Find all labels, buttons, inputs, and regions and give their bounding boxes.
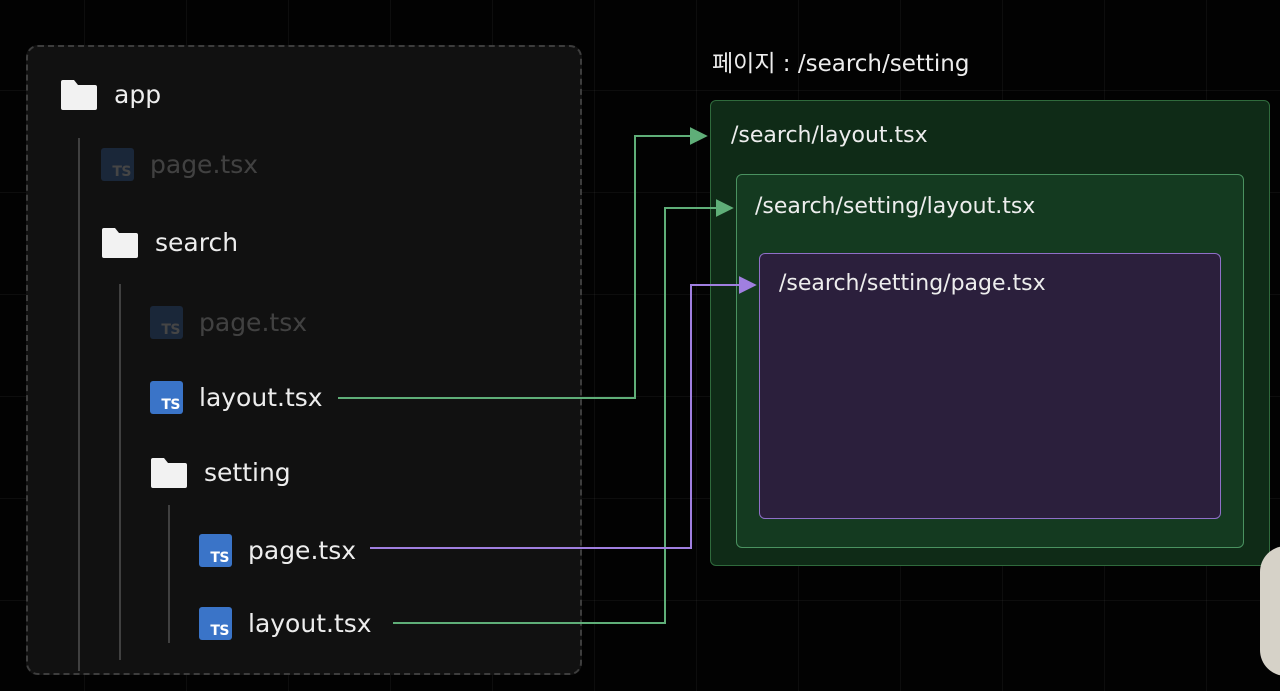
typescript-icon: TS: [199, 606, 232, 640]
tree-label-setting-page: page.tsx: [248, 535, 357, 565]
tree-label-search-layout: layout.tsx: [199, 382, 323, 412]
folder-icon: [102, 228, 138, 258]
page-route-caption: 페이지 : /search/setting: [712, 51, 970, 77]
folder-icon: [151, 458, 187, 488]
setting-layout-label: /search/setting/layout.tsx: [755, 194, 1036, 219]
file-tree-panel: [26, 45, 582, 675]
setting-page-box: [759, 253, 1221, 519]
tree-guide-app: [78, 138, 80, 671]
typescript-icon: TS: [199, 533, 232, 567]
tree-guide-search: [119, 284, 121, 660]
tree-file-setting-page[interactable]: TS page.tsx: [199, 530, 356, 570]
tree-guide-setting: [168, 505, 170, 643]
tree-label-app: app: [114, 79, 162, 109]
folder-icon: [61, 80, 97, 110]
tree-label-app-page: page.tsx: [150, 149, 259, 179]
typescript-icon: TS: [150, 380, 183, 414]
presenter-avatar: [1260, 546, 1280, 676]
tree-folder-search[interactable]: search: [101, 222, 238, 262]
typescript-icon: TS: [101, 147, 134, 181]
tree-file-search-layout[interactable]: TS layout.tsx: [150, 377, 323, 417]
typescript-icon: TS: [150, 305, 183, 339]
tree-label-search: search: [155, 227, 239, 257]
tree-folder-app[interactable]: app: [60, 74, 161, 114]
tree-label-setting-layout: layout.tsx: [248, 608, 372, 638]
tree-label-search-page: page.tsx: [199, 307, 308, 337]
setting-page-label: /search/setting/page.tsx: [779, 271, 1046, 296]
tree-file-search-page[interactable]: TS page.tsx: [150, 302, 307, 342]
tree-folder-setting[interactable]: setting: [150, 452, 291, 492]
tree-file-setting-layout[interactable]: TS layout.tsx: [199, 603, 372, 643]
tree-file-app-page[interactable]: TS page.tsx: [101, 144, 258, 184]
search-layout-label: /search/layout.tsx: [731, 123, 928, 148]
tree-label-setting: setting: [204, 457, 291, 487]
